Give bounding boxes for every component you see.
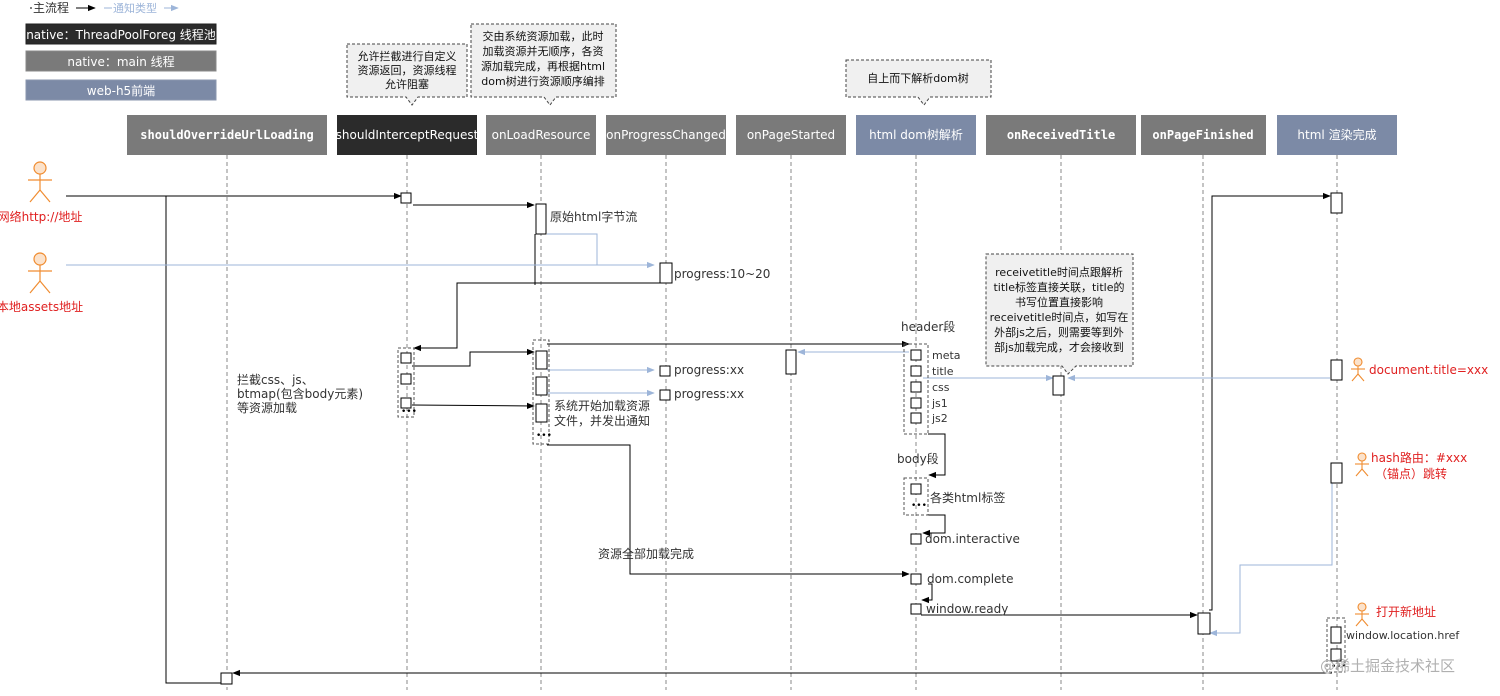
lifeline-label: onReceivedTitle	[1007, 128, 1115, 142]
legend: 主流程 通知类型 native：ThreadPoolForeg 线程池 nati…	[25, 0, 217, 101]
label-all-loaded: 资源全部加载完成	[598, 546, 694, 561]
main-flow-arrows	[66, 192, 1332, 684]
label-intercept-css-1: 拦截css、js、	[237, 373, 314, 387]
note-dom: 自上而下解析dom树	[845, 59, 992, 106]
note-line: 允许阻塞	[385, 77, 429, 91]
actor-local-label: 本地assets地址	[0, 300, 83, 314]
lifeline-label: onPageStarted	[747, 128, 835, 142]
lifeline-header-render-done	[1277, 115, 1397, 155]
label-meta: meta	[932, 349, 961, 362]
note-line: 交由系统资源加载，此时	[483, 29, 604, 43]
actor-doc-title-label: document.title=xxx	[1369, 363, 1488, 377]
label-raw-html: 原始html字节流	[550, 209, 637, 224]
note-line: 自上而下解析dom树	[867, 71, 968, 85]
note-line: 部js加载完成，才会接收到	[994, 340, 1124, 354]
legend-main-thread: native：main 线程	[67, 54, 174, 69]
watermark: @稀土掘金技术社区	[1320, 657, 1455, 675]
label-location-href: window.location.href	[1346, 629, 1460, 642]
activation-boxes	[220, 192, 1343, 685]
svg-text:•••: •••	[536, 431, 552, 441]
label-body-seg: body段	[897, 451, 939, 466]
lifeline-header-onprogresschanged	[606, 115, 726, 155]
label-window-ready: window.ready	[926, 602, 1008, 616]
lifeline-label: onProgressChanged	[606, 128, 726, 142]
label-system-load-1: 系统开始加载资源	[554, 399, 650, 413]
actor-network-label: 网络http://地址	[0, 209, 82, 224]
note-line: receivetitle时间点跟解析	[995, 265, 1123, 279]
label-intercept-css-2: btmap(包含body元素)	[237, 386, 363, 401]
label-js2: js2	[931, 412, 948, 425]
note-line: dom树进行资源顺序编排	[481, 74, 604, 88]
note-line: 资源返回，资源线程	[358, 63, 457, 77]
legend-main-flow: 主流程	[33, 0, 69, 15]
svg-text:•••: •••	[401, 407, 417, 417]
label-dom-interactive: dom.interactive	[925, 532, 1020, 546]
label-header-seg: header段	[901, 319, 955, 334]
note-line: 加载资源并无顺序，各资	[483, 44, 604, 58]
label-js1: js1	[931, 397, 948, 410]
actor-open-new-label: 打开新地址	[1376, 604, 1436, 619]
lifeline-header-dom-parse	[856, 115, 976, 155]
note-line: 书写位置直接影响	[1015, 295, 1103, 309]
label-title: title	[932, 365, 954, 378]
lifeline-label: shouldOverrideUrlLoading	[140, 128, 313, 142]
legend-web-front-box	[25, 79, 217, 101]
lifeline-label: html 渲染完成	[1297, 127, 1376, 142]
note-intercept: 允许拦截进行自定义 资源返回，资源线程 允许阻塞	[346, 43, 468, 106]
label-intercept-css-3: 等资源加载	[237, 401, 297, 415]
label-progress-xx-1: progress:xx	[674, 363, 744, 377]
svg-text:•••: •••	[1331, 662, 1347, 672]
lifeline-header-shouldoverride	[127, 115, 327, 155]
actor-hash-label-1: hash路由：#xxx	[1371, 450, 1467, 465]
lifeline-header-onloadresource	[486, 115, 596, 155]
lifeline-label: onPageFinished	[1152, 128, 1253, 142]
actor-hash-icon	[1355, 452, 1369, 477]
note-line: 源加载完成，再根据html	[481, 59, 605, 73]
lifeline-header-onreceivedtitle	[986, 115, 1136, 155]
legend-web-front: web-h5前端	[87, 83, 155, 98]
notify-arrows	[66, 233, 1333, 637]
actor-open-new-icon	[1355, 602, 1369, 627]
note-line: 允许拦截进行自定义	[358, 49, 457, 63]
lifeline-header-onpagefinished	[1141, 115, 1266, 155]
legend-thread-pool-box	[25, 23, 217, 45]
lifeline-label: onLoadResource	[492, 128, 591, 142]
note-load: 交由系统资源加载，此时 加载资源并无顺序，各资 源加载完成，再根据html do…	[470, 23, 617, 106]
label-system-load-2: 文件，并发出通知	[554, 413, 650, 428]
legend-thread-pool: native：ThreadPoolForeg 线程池	[26, 27, 216, 42]
legend-notify-type: 通知类型	[113, 1, 157, 15]
note-line: 外部js之后，则需要等到外	[994, 325, 1124, 339]
actor-doc-title-icon	[1351, 357, 1365, 382]
lifelines	[226, 155, 1338, 690]
lifeline-label: html dom树解析	[869, 127, 963, 142]
note-line: receivetitle时间点，如写在	[990, 310, 1129, 324]
actor-network-icon	[28, 161, 52, 203]
svg-text:•••: •••	[911, 501, 927, 511]
note-title: receivetitle时间点跟解析 title标签直接关联，title的 书写…	[985, 253, 1134, 375]
note-line: title标签直接关联，title的	[993, 280, 1124, 294]
label-dom-complete: dom.complete	[927, 572, 1014, 586]
lifeline-header-onpagestarted	[736, 115, 846, 155]
lifeline-headers: shouldOverrideUrlLoading shouldIntercept…	[127, 115, 1397, 155]
legend-main-thread-box	[25, 50, 217, 72]
group-boxes	[397, 339, 1346, 673]
lifeline-label: shouldInterceptRequest	[336, 128, 479, 142]
actor-hash-label-2: （锚点）跳转	[1375, 466, 1447, 481]
ellipsis-marks: ••• ••• ••• •••	[401, 407, 1347, 672]
label-html-tags: 各类html标签	[930, 490, 1005, 505]
label-css: css	[932, 381, 950, 394]
lifeline-header-shouldintercept	[337, 115, 477, 155]
label-progress-10-20: progress:10~20	[674, 267, 770, 281]
label-progress-xx-2: progress:xx	[674, 387, 744, 401]
actor-local-icon	[28, 252, 52, 294]
